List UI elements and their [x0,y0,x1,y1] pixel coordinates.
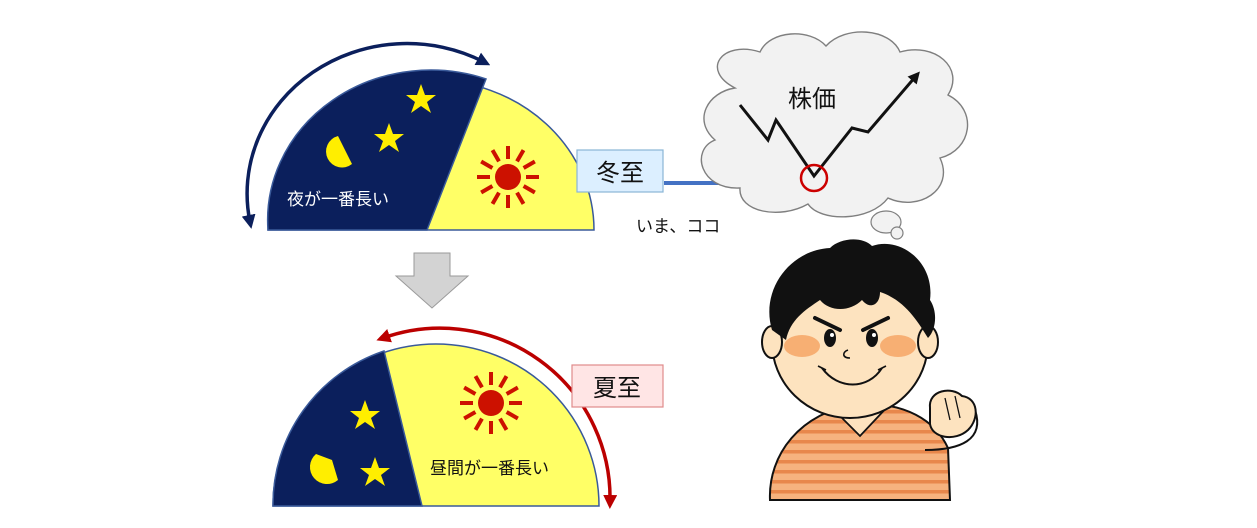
winter-solstice-label: 冬至 [596,159,644,187]
hair [769,239,936,340]
winter-night-label: 夜が一番長い [287,190,389,210]
summer-diagram: 昼間が一番長い [272,326,618,509]
thought-cloud: 株価 [700,31,969,240]
fist [928,389,977,439]
summer-solstice-box: 夏至 [571,364,664,408]
pointer-note: いま、ココ [636,217,720,237]
boy-character [761,239,978,501]
star-icon [360,457,390,486]
summer-solstice-label: 夏至 [593,374,641,402]
winter-orbit-arrow [241,41,491,229]
moon-icon [309,454,338,485]
current-point-marker [799,163,829,193]
down-arrow [394,252,470,309]
stock-price-label: 株価 [788,85,836,113]
winter-solstice-box: 冬至 [576,149,664,193]
summer-orbit-arrow [376,326,618,509]
star-icon [350,400,380,429]
stock-price-line [738,71,920,179]
summer-day-label: 昼間が一番長い [430,459,549,479]
winter-diagram: 夜が一番長い [241,41,595,231]
